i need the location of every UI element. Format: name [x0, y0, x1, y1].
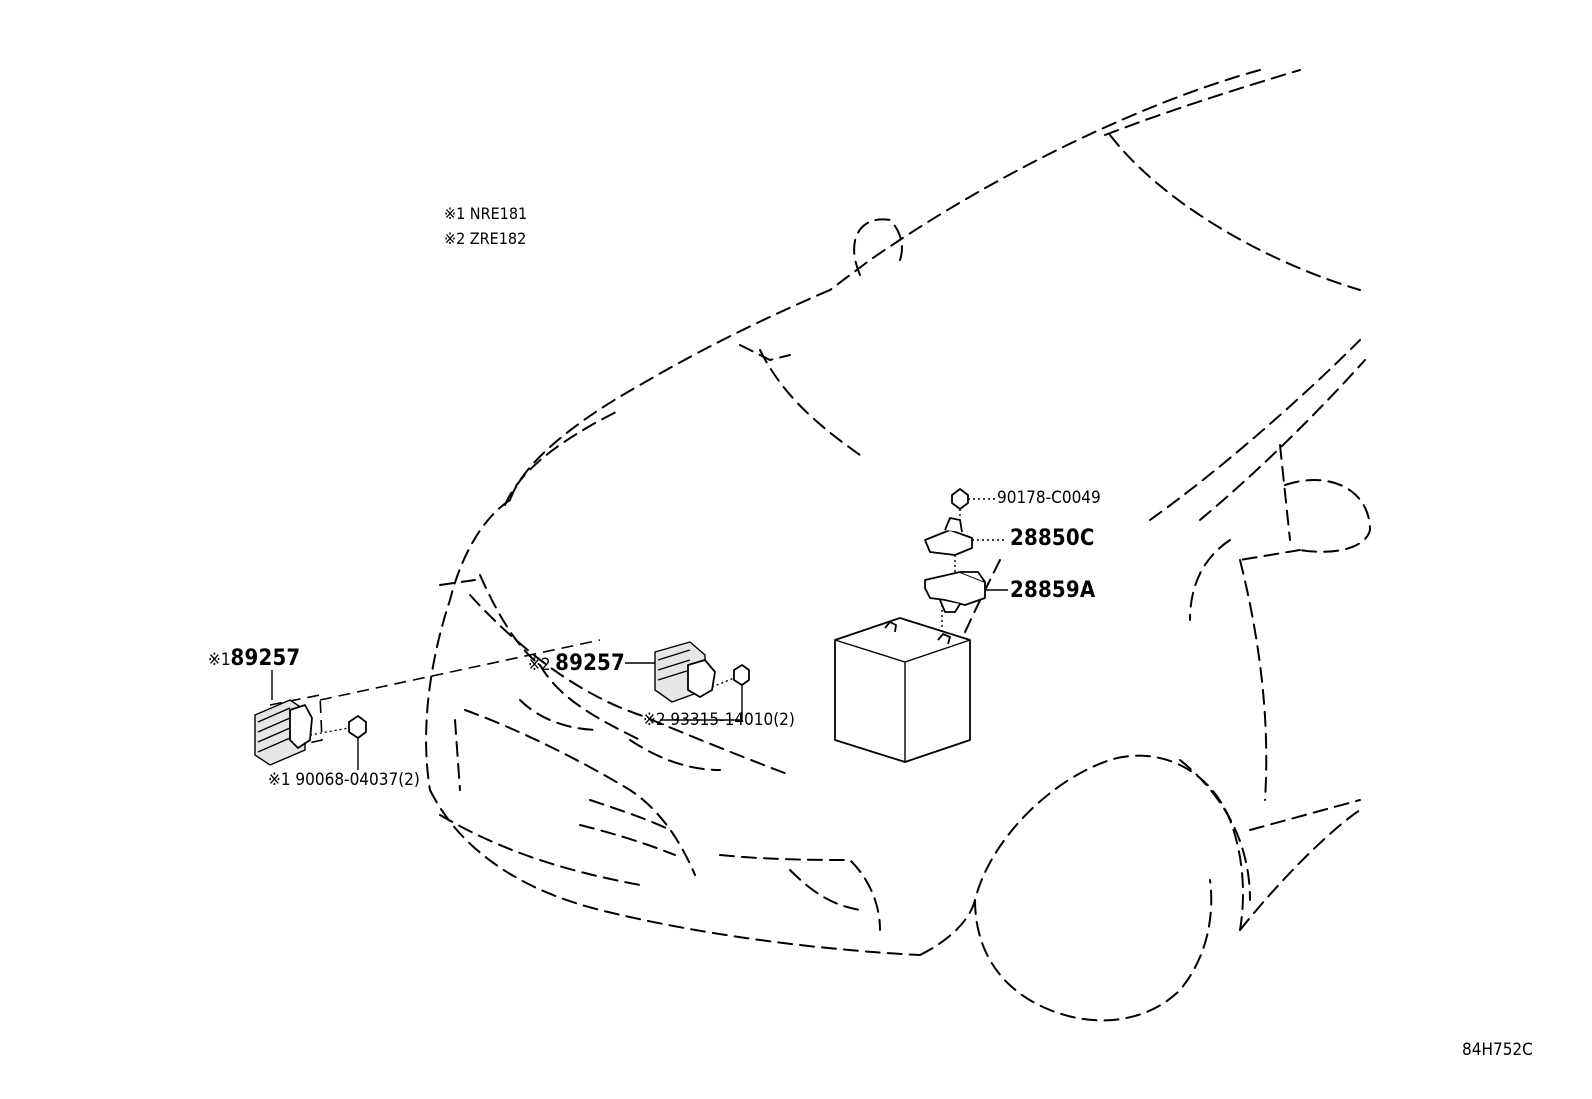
variant-mark: ※2	[643, 710, 666, 730]
part-number: 90178-C0049	[997, 488, 1101, 508]
airbag-sensor-1-drawing	[254, 699, 313, 766]
screw-93315-drawing	[660, 664, 750, 721]
bolt-90068-drawing	[309, 715, 367, 770]
bracket-28859a-drawing	[924, 571, 986, 613]
note-variant2-mark: ※2	[444, 229, 466, 248]
label-bracket-28859a[interactable]: 28859A	[1010, 580, 1095, 602]
sensor1-bracket-guide	[269, 694, 323, 746]
label-screw-93315[interactable]: ※2 93315-14010(2)	[643, 712, 795, 729]
label-nut-90178[interactable]: 90178-C0049	[997, 490, 1101, 507]
part-number: 93315-14010(2)	[670, 710, 795, 730]
bracket-28850c-drawing	[924, 517, 973, 556]
note-variant1-mark: ※1	[444, 204, 466, 223]
airbag-sensor-2-drawing	[654, 641, 716, 703]
label-sensor-variant1[interactable]: ※189257	[208, 648, 300, 670]
label-sensor-variant2[interactable]: ※2 89257	[528, 653, 625, 675]
note-variant1: ※1 NRE181	[444, 206, 527, 222]
diagram-code: 84H752C	[1462, 1040, 1533, 1060]
note-variant1-text: NRE181	[469, 204, 528, 223]
car-body-outline	[425, 69, 1371, 1022]
variant-mark: ※2	[528, 655, 551, 675]
variant-mark: ※1	[208, 650, 231, 670]
part-number: 90068-04037(2)	[295, 770, 420, 790]
note-variant2: ※2 ZRE182	[444, 231, 526, 247]
variant-mark: ※1	[268, 770, 291, 790]
part-number: 89257	[555, 651, 625, 676]
part-number: 89257	[230, 646, 301, 671]
sensor1-guide-line	[319, 639, 601, 701]
note-variant2-text: ZRE182	[469, 229, 527, 248]
part-number: 28850C	[1010, 526, 1095, 551]
battery-drawing	[834, 617, 971, 763]
nut-90178-drawing	[951, 488, 969, 510]
label-bracket-28850c[interactable]: 28850C	[1010, 528, 1095, 550]
label-bolt-90068[interactable]: ※1 90068-04037(2)	[268, 772, 420, 789]
part-number: 28859A	[1010, 578, 1096, 603]
